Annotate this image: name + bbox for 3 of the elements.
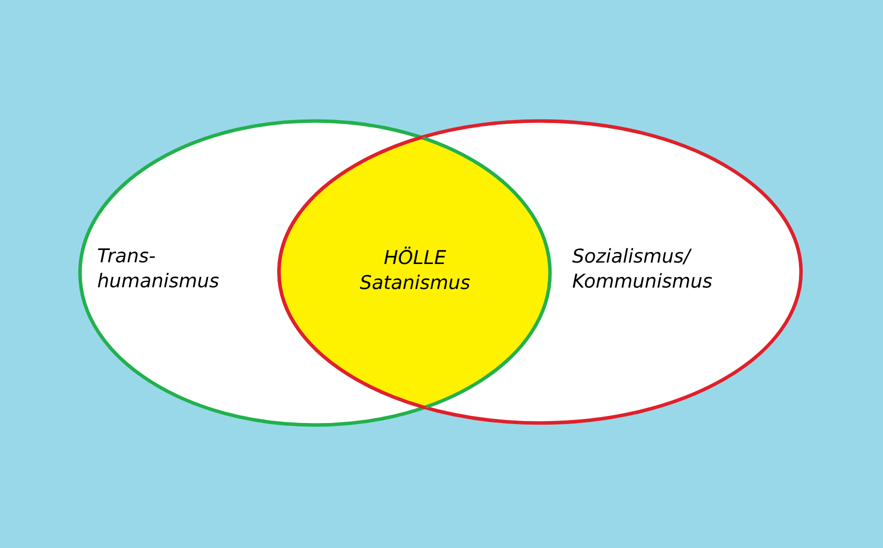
circle-label: Trans- humanismus <box>98 248 219 288</box>
overlap-label: HÖLLE Satanismus <box>360 246 470 290</box>
circle-label: Sozialismus/ Kommunismus <box>572 248 712 288</box>
